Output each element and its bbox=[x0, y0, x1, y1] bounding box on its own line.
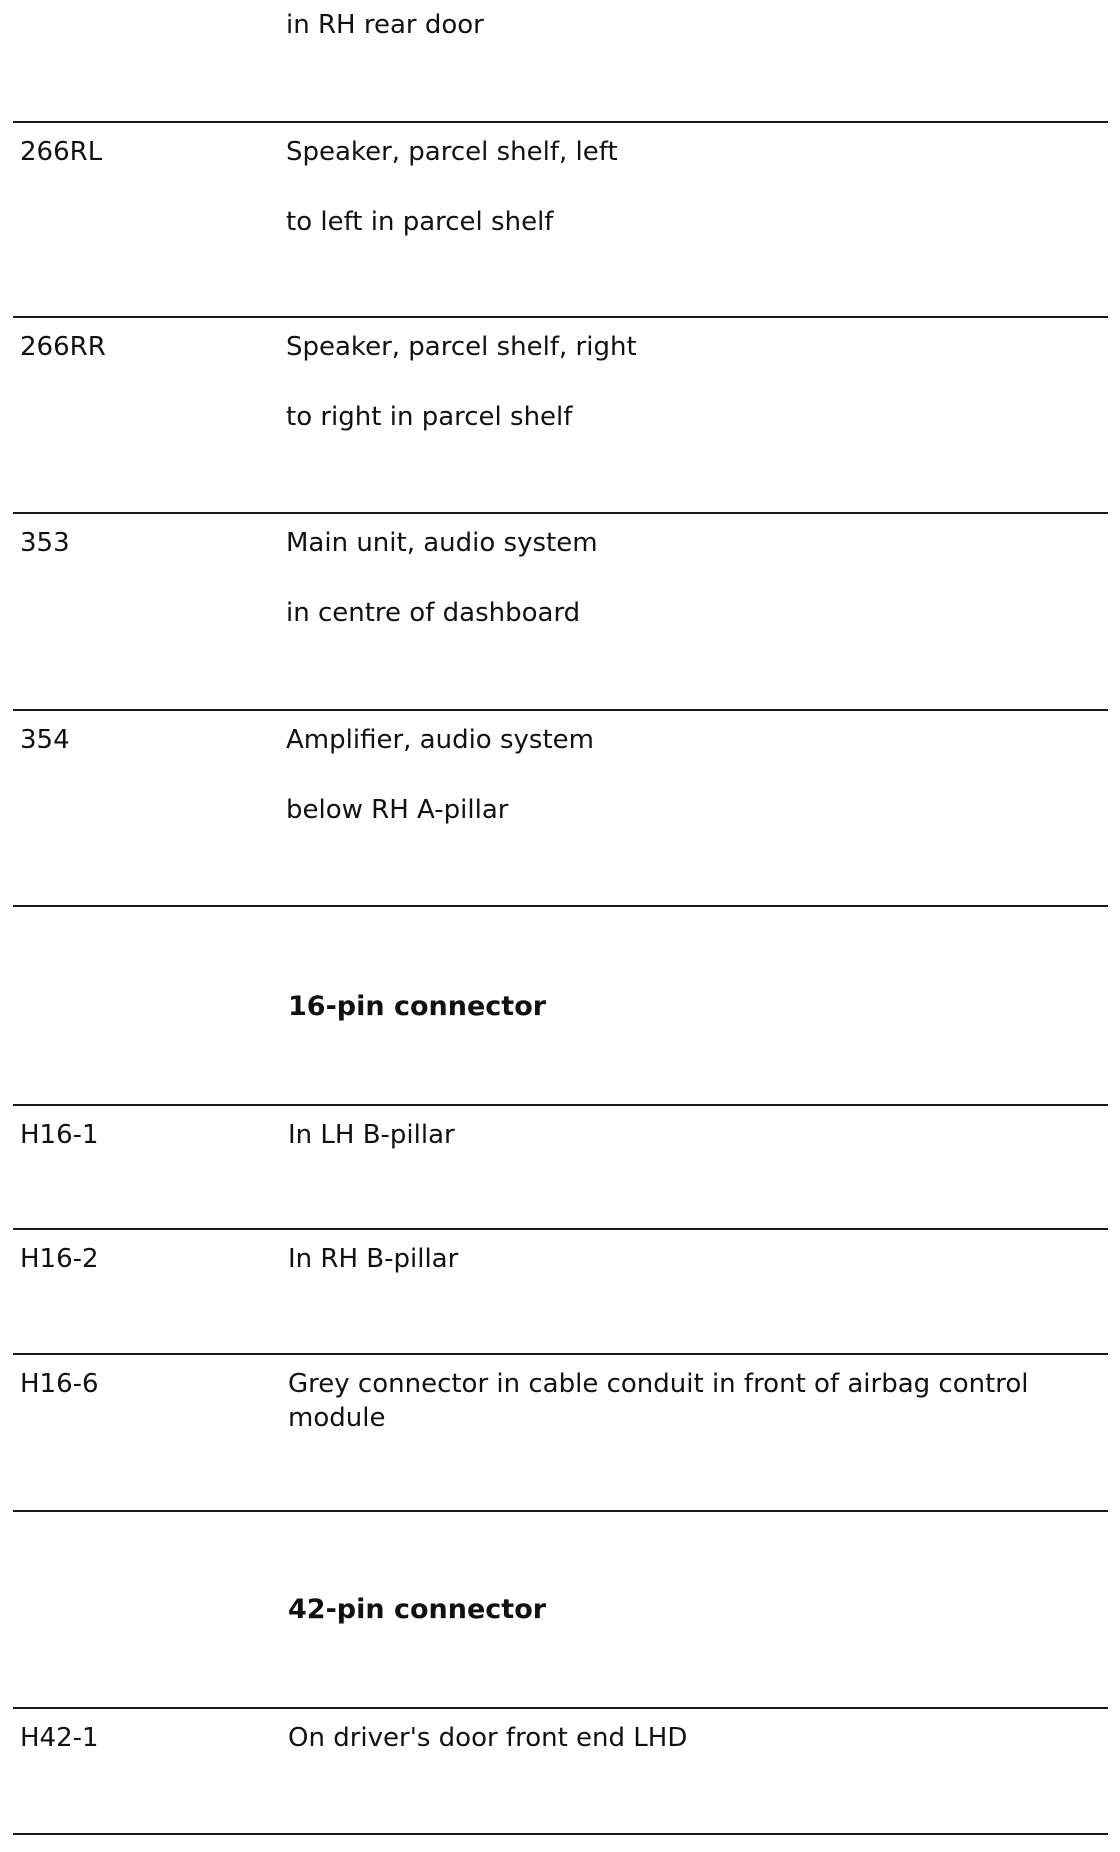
component-name: Main unit, audio system bbox=[286, 528, 598, 558]
row-divider bbox=[13, 1104, 1108, 1106]
row-divider bbox=[13, 1707, 1108, 1709]
component-location: in centre of dashboard bbox=[286, 598, 581, 628]
row-divider bbox=[13, 316, 1108, 318]
component-location: to left in parcel shelf bbox=[286, 207, 554, 237]
connector-code: H16-1 bbox=[20, 1120, 99, 1150]
row-divider bbox=[13, 1510, 1108, 1512]
connector-location: Grey connector in cable conduit in front… bbox=[288, 1369, 1029, 1433]
row-divider bbox=[13, 512, 1108, 514]
component-location: to right in parcel shelf bbox=[286, 402, 573, 432]
connector-location: In LH B-pillar bbox=[288, 1120, 455, 1150]
component-code: 266RL bbox=[20, 137, 103, 167]
section-heading-42-pin: 42-pin connector bbox=[288, 1594, 547, 1625]
component-name: Amplifier, audio system bbox=[286, 725, 594, 755]
row-divider bbox=[13, 1228, 1108, 1230]
component-code: 354 bbox=[20, 725, 70, 755]
component-name: Speaker, parcel shelf, right bbox=[286, 332, 637, 362]
row-divider bbox=[13, 1353, 1108, 1355]
row-divider bbox=[13, 1833, 1108, 1835]
row-divider bbox=[13, 121, 1108, 123]
row-divider bbox=[13, 709, 1108, 711]
connector-location: In RH B-pillar bbox=[288, 1244, 459, 1274]
connector-location: On driver's door front end LHD bbox=[288, 1723, 688, 1753]
component-name: Speaker, parcel shelf, left bbox=[286, 137, 618, 167]
component-code: 266RR bbox=[20, 332, 106, 362]
row-divider bbox=[13, 905, 1108, 907]
connector-code: H42-1 bbox=[20, 1723, 99, 1753]
connector-code: H16-2 bbox=[20, 1244, 99, 1274]
component-location: below RH A-pillar bbox=[286, 795, 509, 825]
section-heading-16-pin: 16-pin connector bbox=[288, 991, 547, 1022]
continued-location: in RH rear door bbox=[286, 10, 484, 40]
component-code: 353 bbox=[20, 528, 70, 558]
connector-code: H16-6 bbox=[20, 1369, 99, 1399]
